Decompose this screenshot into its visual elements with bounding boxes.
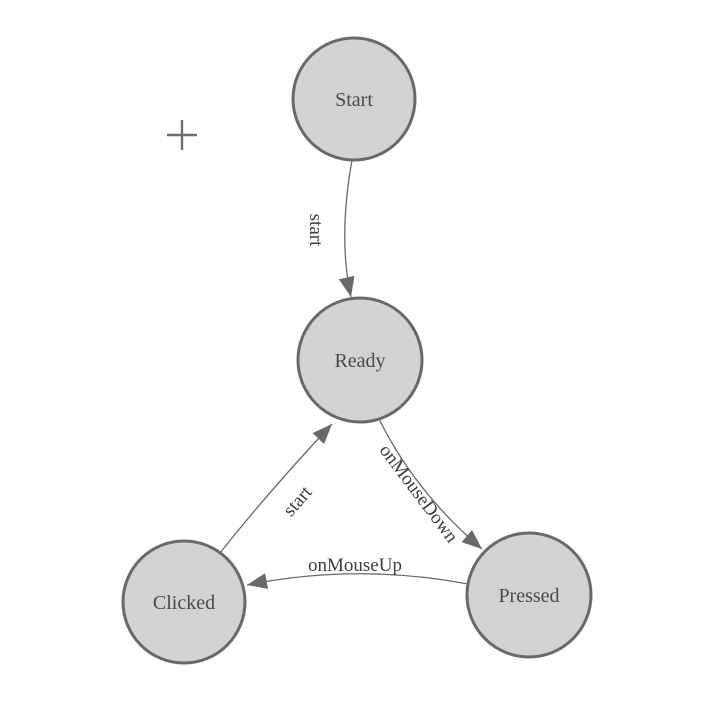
state-node-ready[interactable]: Ready bbox=[296, 296, 424, 424]
transition-ready-to-pressed[interactable]: onMouseDown bbox=[375, 418, 483, 550]
state-label-start: Start bbox=[335, 89, 373, 111]
crosshair-icon bbox=[167, 120, 197, 150]
transition-start-to-ready[interactable]: start bbox=[305, 159, 355, 298]
state-circle-clicked[interactable] bbox=[121, 539, 247, 665]
transition-label-onmousedown: onMouseDown bbox=[375, 441, 463, 548]
state-circle-pressed[interactable] bbox=[465, 531, 593, 659]
transition-pressed-to-clicked[interactable]: onMouseUp bbox=[246, 555, 469, 589]
transition-path-pressed-to-clicked[interactable] bbox=[246, 573, 469, 589]
transition-path-start-to-ready[interactable] bbox=[338, 159, 355, 298]
state-node-clicked[interactable]: Clicked bbox=[121, 539, 247, 665]
transition-label-start: start bbox=[305, 214, 326, 247]
transition-path-ready-to-pressed[interactable] bbox=[378, 418, 483, 550]
state-label-clicked: Clicked bbox=[153, 592, 215, 614]
state-circle-ready[interactable] bbox=[296, 296, 424, 424]
transition-clicked-to-ready[interactable]: start bbox=[219, 423, 333, 554]
transition-path-clicked-to-ready[interactable] bbox=[219, 423, 333, 554]
transition-label-start-2: start bbox=[279, 482, 317, 521]
state-label-ready: Ready bbox=[334, 350, 385, 372]
state-node-start[interactable]: Start bbox=[291, 36, 417, 162]
state-node-pressed[interactable]: Pressed bbox=[465, 531, 593, 659]
state-label-pressed: Pressed bbox=[498, 585, 559, 607]
transition-label-onmouseup: onMouseUp bbox=[308, 555, 402, 576]
state-circle-start[interactable] bbox=[291, 36, 417, 162]
